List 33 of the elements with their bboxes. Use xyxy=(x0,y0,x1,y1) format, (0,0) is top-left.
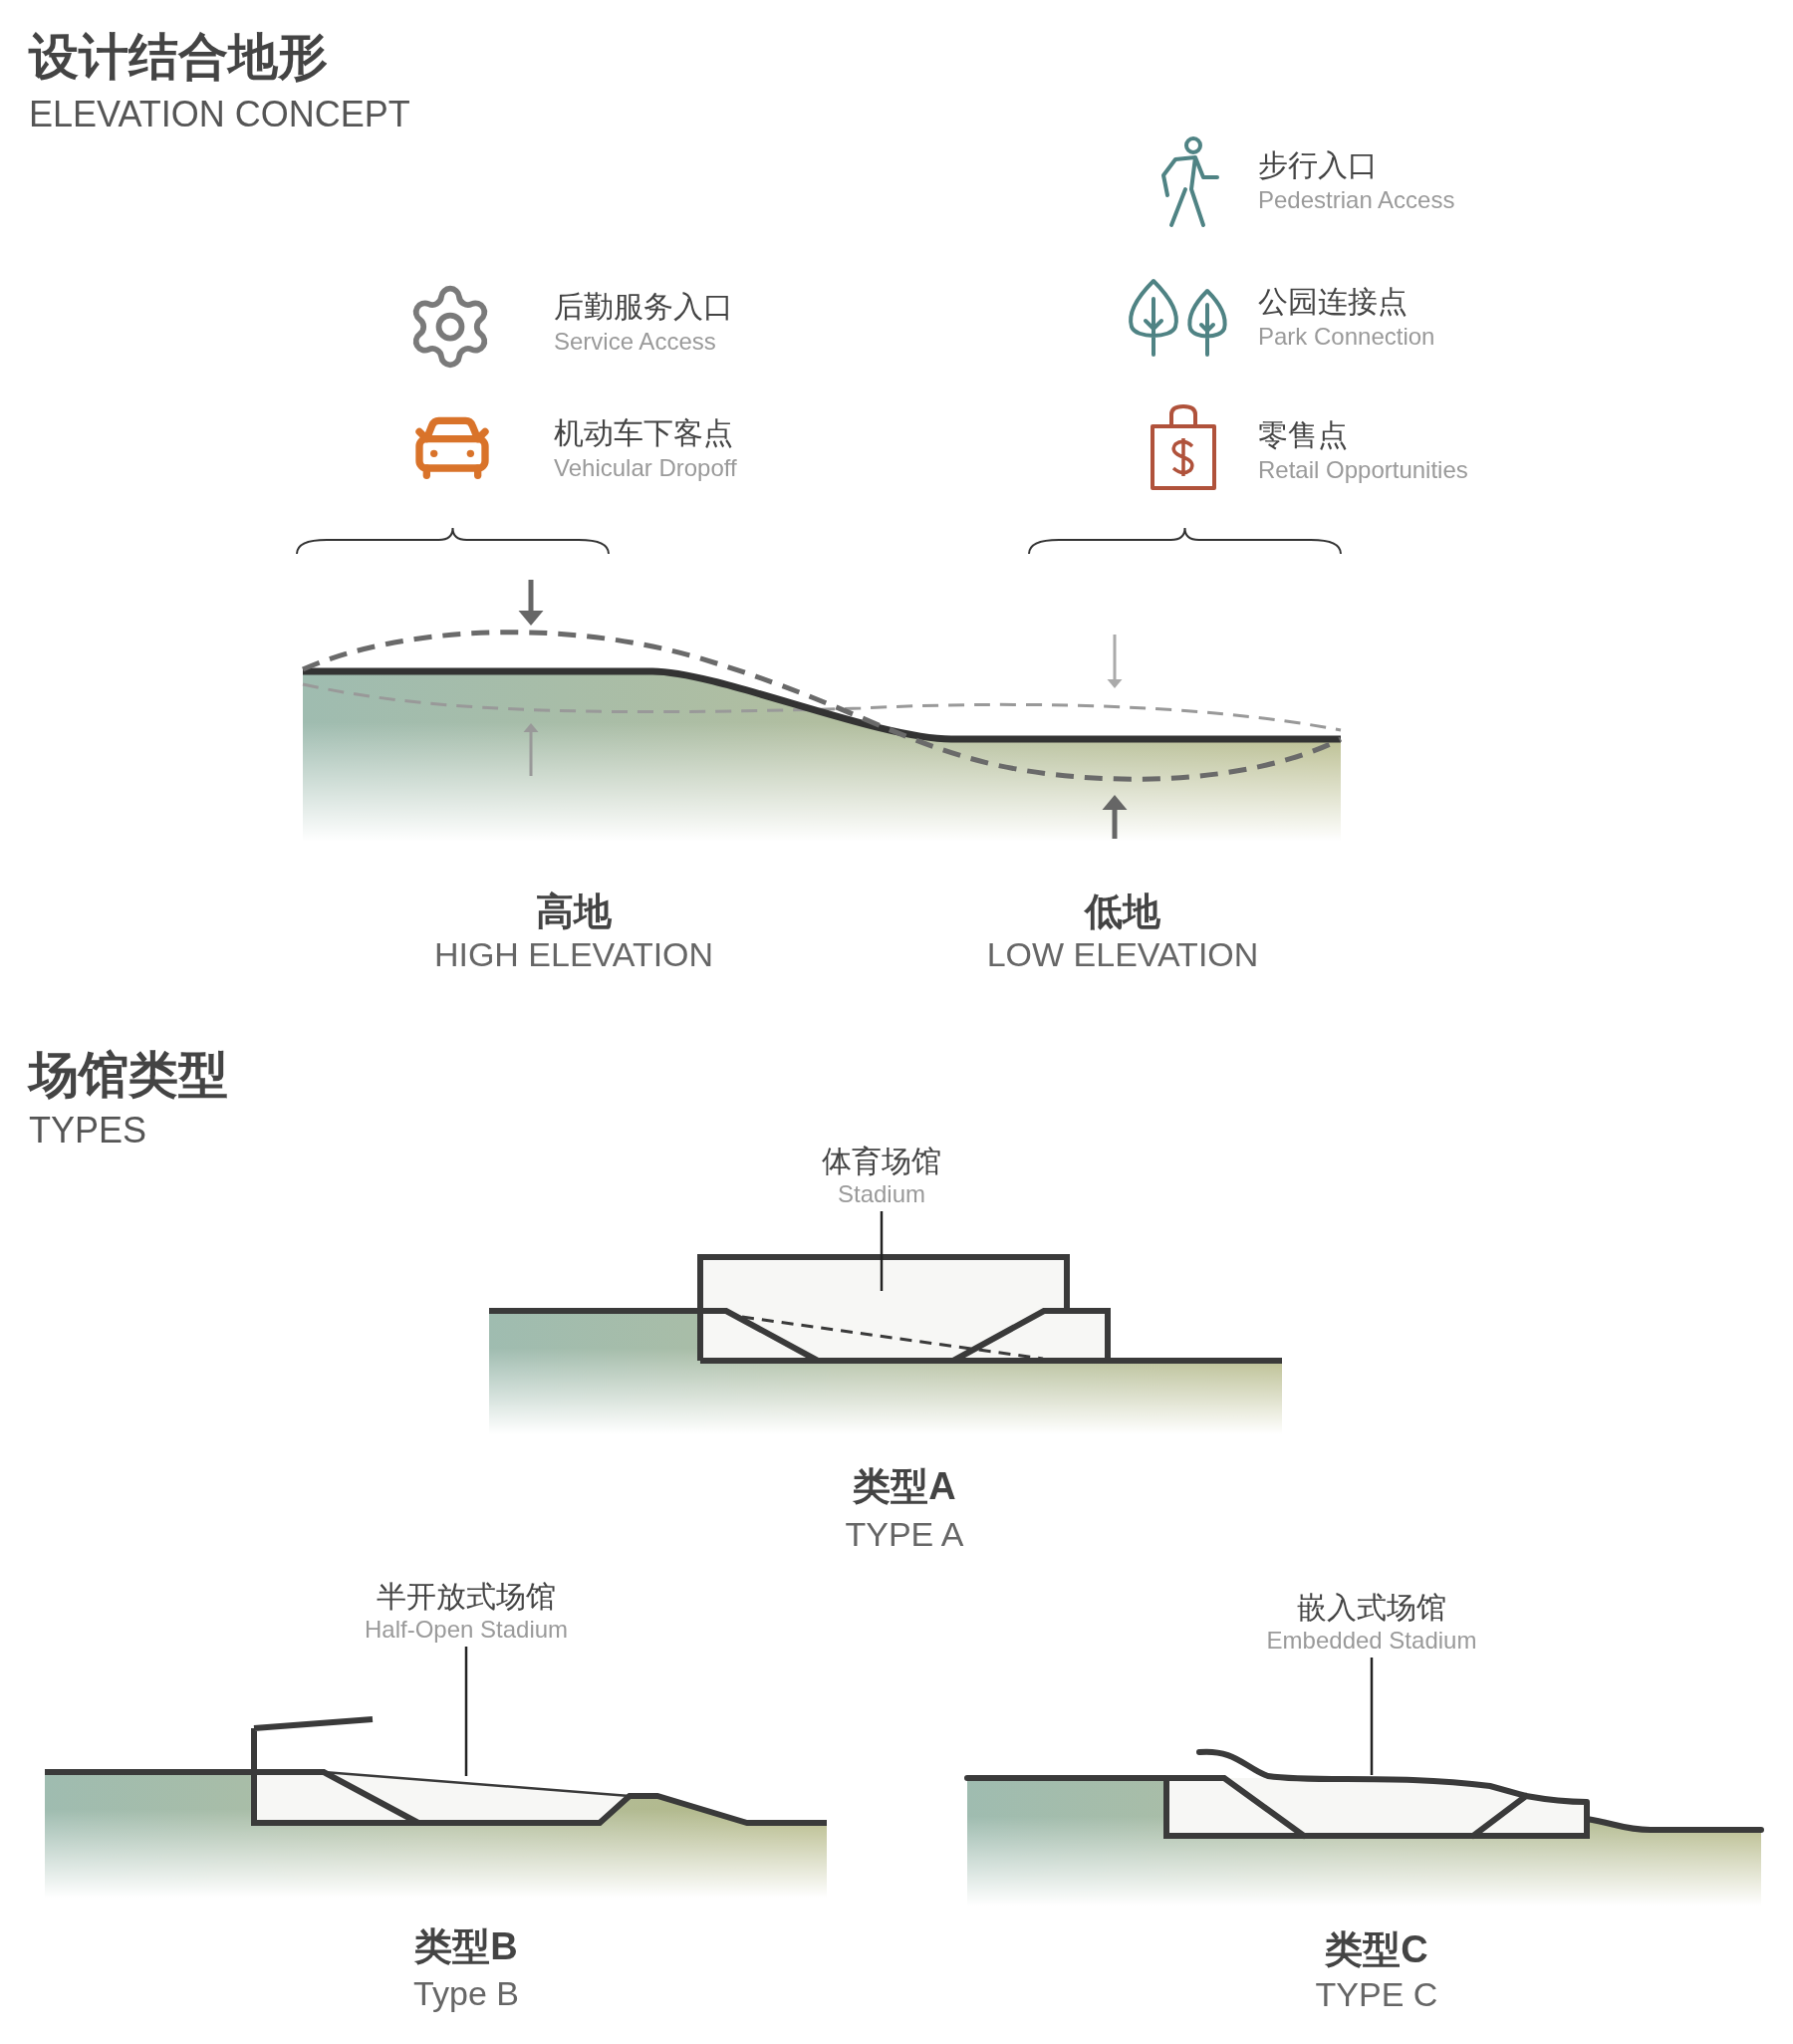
diagram-title: 设计结合地形 xyxy=(29,28,328,86)
leader-line xyxy=(464,1647,468,1776)
icon-caption: 零售点 xyxy=(1258,417,1348,453)
zone-label: LOW ELEVATION xyxy=(986,934,1259,974)
type-label: Type B xyxy=(413,1973,519,2013)
icon-caption: Pedestrian Access xyxy=(1258,185,1455,214)
icon-caption: 步行入口 xyxy=(1258,147,1378,183)
type-label: 类型A xyxy=(853,1464,956,1508)
zone-label: 高地 xyxy=(536,890,612,933)
callout-label: Stadium xyxy=(837,1179,925,1208)
zone-label: 低地 xyxy=(1085,890,1160,933)
type-label: TYPE A xyxy=(845,1514,964,1554)
icon-caption: 后勤服务入口 xyxy=(554,289,733,325)
icon-caption: 机动车下客点 xyxy=(554,415,733,451)
icon-caption: Vehicular Dropoff xyxy=(554,453,737,482)
type-label: 类型C xyxy=(1325,1927,1428,1971)
callout-label: Half-Open Stadium xyxy=(364,1615,569,1644)
leader-line xyxy=(1370,1658,1374,1775)
type-label: TYPE C xyxy=(1315,1974,1438,2014)
section-title: 场馆类型 xyxy=(29,1046,228,1104)
icon-caption: Service Access xyxy=(554,327,716,356)
callout-label: Embedded Stadium xyxy=(1266,1626,1477,1655)
section-subtitle: TYPES xyxy=(29,1110,147,1151)
zone-label: HIGH ELEVATION xyxy=(433,934,714,974)
icon-caption: 公园连接点 xyxy=(1258,284,1408,320)
leader-line xyxy=(880,1211,884,1291)
callout-label: 体育场馆 xyxy=(822,1144,941,1179)
section-subtitle: ELEVATION CONCEPT xyxy=(29,94,410,135)
callout-label: 嵌入式场馆 xyxy=(1297,1590,1446,1626)
icon-caption: Retail Opportunities xyxy=(1258,455,1468,484)
callout-label: 半开放式场馆 xyxy=(377,1579,556,1615)
icon-caption: Park Connection xyxy=(1258,322,1435,351)
type-label: 类型B xyxy=(414,1924,518,1968)
